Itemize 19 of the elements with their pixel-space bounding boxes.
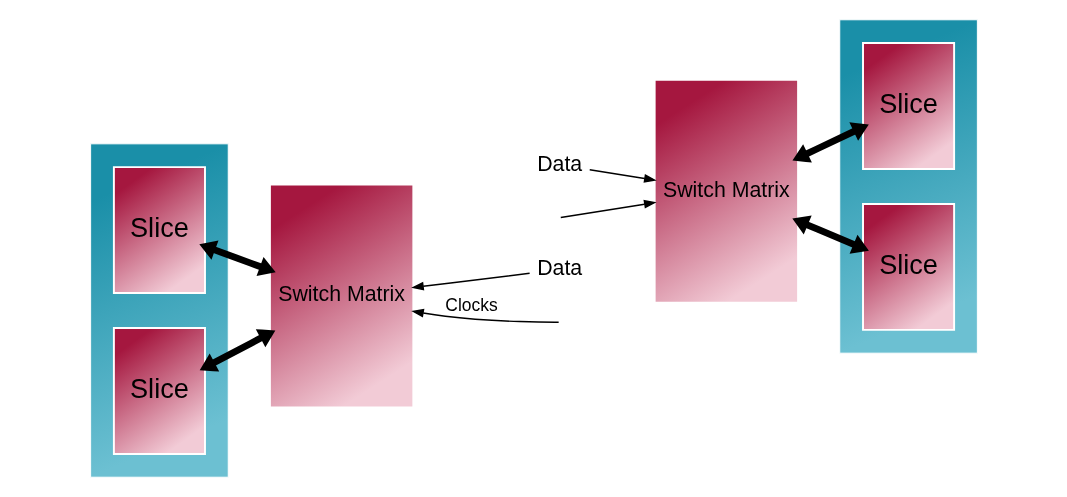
edge-label: Clocks: [444, 294, 498, 315]
node-text: Data: [536, 256, 582, 281]
node-box: Slice: [861, 42, 955, 170]
node-box: Slice: [861, 202, 955, 331]
cluster: [89, 143, 229, 478]
node-box: Slice: [112, 327, 206, 455]
arrow: [559, 199, 657, 219]
node-box: Switch Matrix: [268, 183, 414, 409]
arrow: [791, 122, 869, 163]
node-box: Slice: [112, 166, 206, 295]
cluster: [838, 19, 978, 354]
arrow: [791, 215, 869, 254]
arrow: [588, 169, 657, 183]
arrow: [199, 329, 275, 372]
arrow: [410, 308, 559, 323]
arrow: [198, 240, 276, 277]
arrow: [410, 272, 530, 291]
node-box: Switch Matrix: [653, 78, 799, 304]
node-text: Data: [536, 151, 582, 176]
